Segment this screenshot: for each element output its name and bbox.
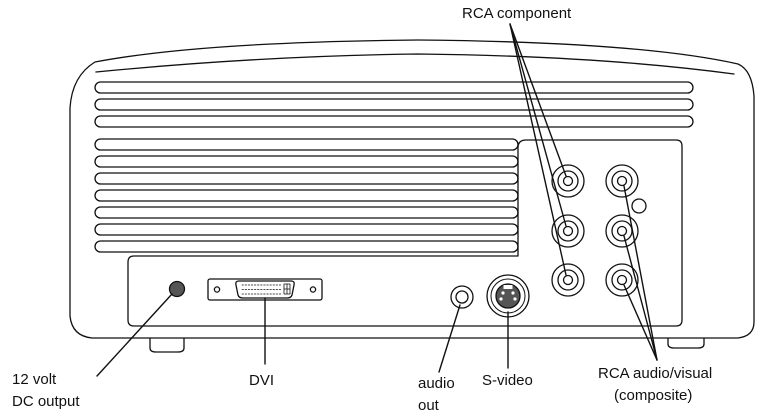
projector-body bbox=[69, 39, 755, 339]
leader-rca-component-3 bbox=[509, 23, 567, 276]
label-rca-av-line2: (composite) bbox=[614, 387, 693, 404]
rca-component-jack-3 bbox=[551, 263, 585, 297]
rca-component-jacks bbox=[551, 164, 585, 297]
label-audio-out-line2: out bbox=[418, 397, 439, 414]
label-rca-component: RCA component bbox=[462, 5, 572, 22]
leader-rca-av-1 bbox=[623, 185, 658, 361]
s-video-port bbox=[486, 274, 530, 318]
lower-connector-panel bbox=[127, 139, 683, 327]
rca-component-jack-1 bbox=[551, 164, 585, 198]
audio-out-jack bbox=[450, 285, 474, 309]
rca-av-jack-1 bbox=[605, 164, 639, 198]
leader-rca-av-3 bbox=[623, 284, 658, 361]
leader-audio-out bbox=[438, 304, 461, 373]
rca-av-jacks bbox=[605, 164, 639, 297]
upper-vent-slots bbox=[94, 81, 694, 128]
label-rca-av-line1: RCA audio/visual bbox=[598, 365, 713, 382]
rca-component-jack-2 bbox=[551, 214, 585, 248]
small-round-button bbox=[631, 198, 647, 214]
projector-foot-right bbox=[667, 329, 705, 349]
leader-rca-av-2 bbox=[623, 235, 658, 361]
leader-rca-component-1 bbox=[509, 23, 567, 177]
label-dc-output-line2: DC output bbox=[12, 393, 80, 410]
leader-lines bbox=[96, 23, 658, 377]
label-audio-out-line1: audio bbox=[418, 375, 455, 392]
label-s-video: S-video bbox=[482, 372, 533, 389]
projector-top-edge bbox=[95, 53, 735, 75]
leader-dc-output bbox=[96, 293, 173, 377]
rca-av-jack-3 bbox=[605, 263, 639, 297]
label-dc-output-line1: 12 volt bbox=[12, 371, 57, 388]
dc-output-jack bbox=[168, 280, 186, 298]
leader-rca-component-2 bbox=[509, 23, 567, 227]
label-dvi: DVI bbox=[249, 372, 275, 389]
projector-foot-left bbox=[149, 329, 185, 353]
